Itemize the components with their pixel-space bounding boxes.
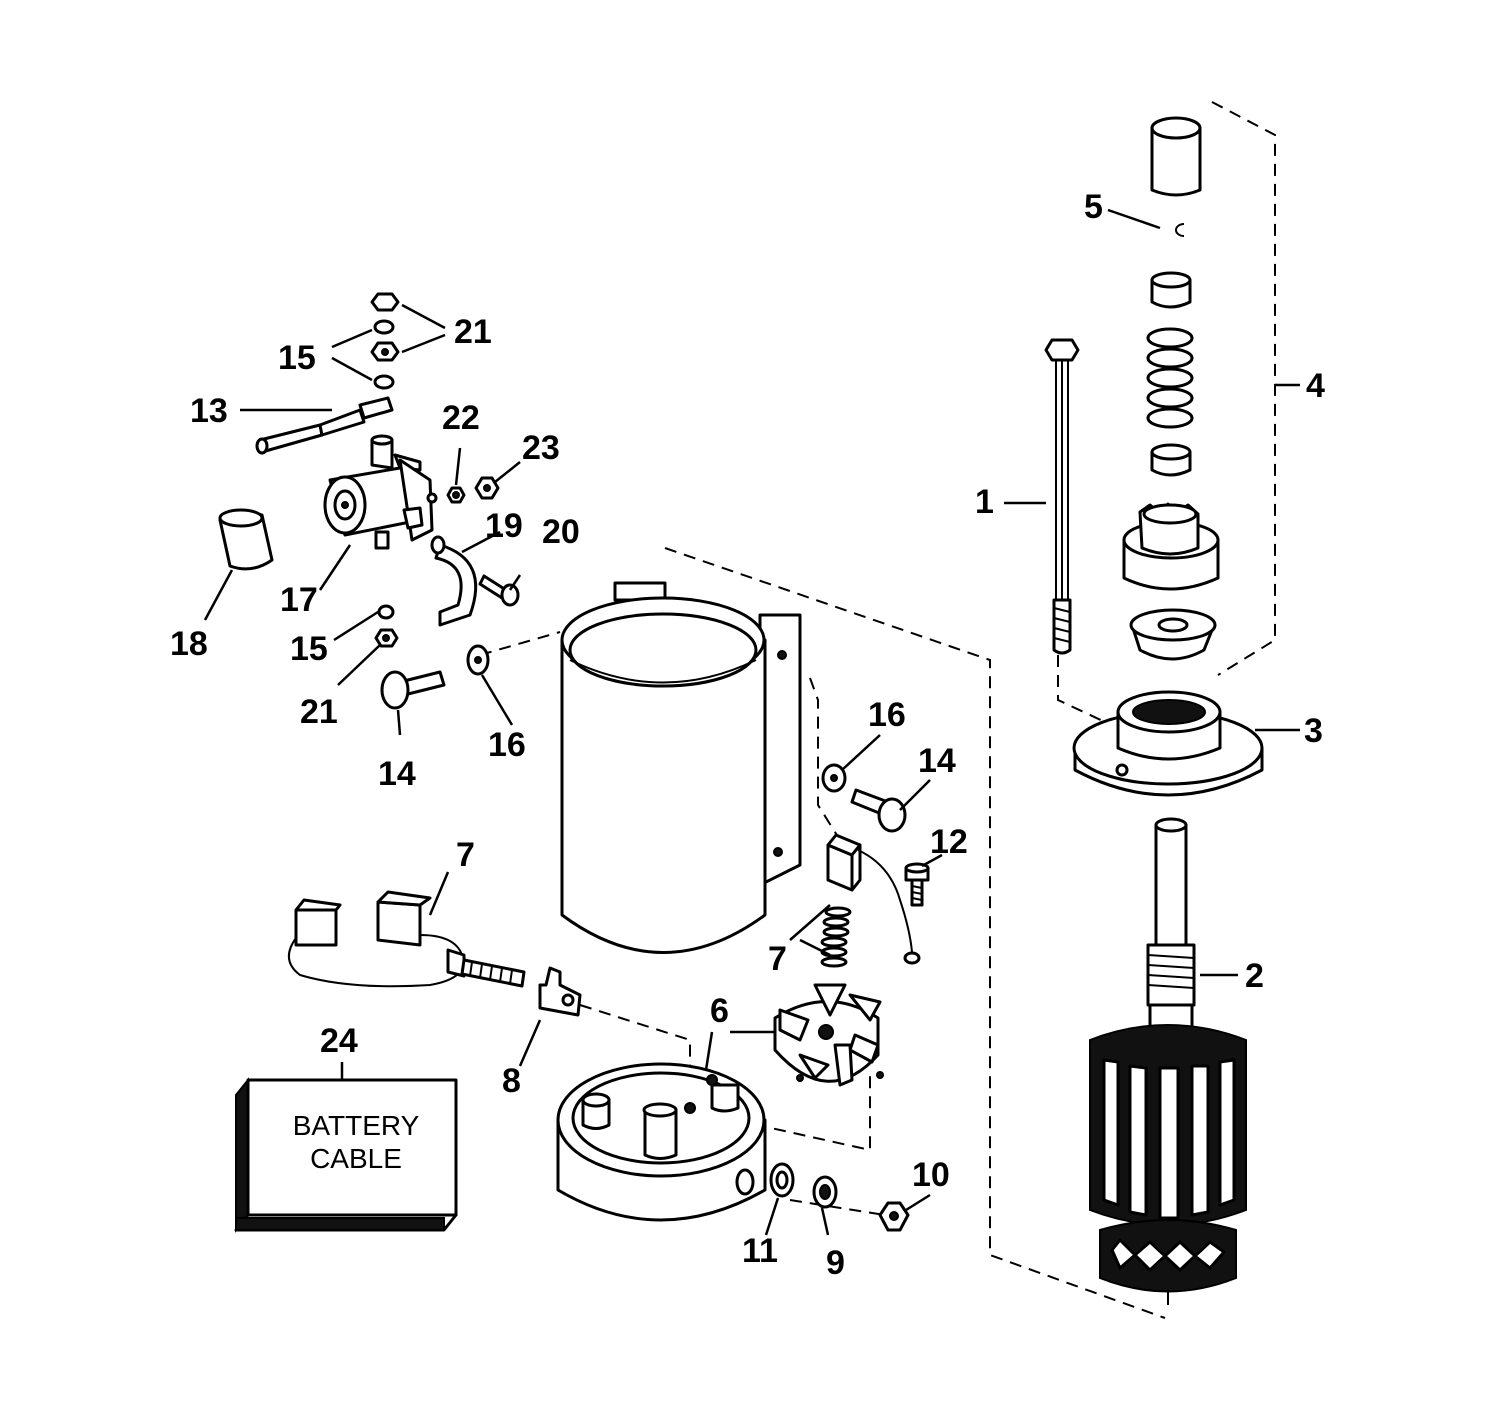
battery-cable-label: BATTERY CABLE <box>293 1110 420 1174</box>
leader-lines <box>203 208 1300 1236</box>
callout-21-bottom: 21 <box>300 693 338 731</box>
callout-24: 24 <box>320 1022 358 1060</box>
callout-8: 8 <box>502 1062 521 1100</box>
brush-holder <box>773 983 884 1087</box>
callout-4: 4 <box>1306 367 1325 405</box>
callout-16-left: 16 <box>488 726 526 764</box>
washers-and-nut <box>769 1162 910 1232</box>
commutator-end-cap <box>556 1062 767 1222</box>
callout-13: 13 <box>190 392 228 430</box>
battery-cable-box <box>234 1077 458 1233</box>
callout-16-right: 16 <box>868 696 906 734</box>
callout-7-left: 7 <box>456 836 475 874</box>
callout-20: 20 <box>542 513 580 551</box>
callout-7-right: 7 <box>768 940 787 978</box>
callout-18: 18 <box>170 625 208 663</box>
brush-with-spring-right <box>820 833 921 968</box>
battery-cable-line1: BATTERY <box>293 1110 420 1141</box>
callout-2: 2 <box>1245 957 1264 995</box>
clip-8 <box>538 966 582 1017</box>
callout-17: 17 <box>280 581 318 619</box>
callout-23: 23 <box>522 429 560 467</box>
callout-14-right: 14 <box>918 742 956 780</box>
brush-with-lead-left <box>288 890 526 988</box>
callout-19: 19 <box>485 507 523 545</box>
drive-end-cap <box>1072 690 1264 797</box>
through-bolt <box>1044 338 1080 655</box>
callout-1: 1 <box>975 483 994 521</box>
callout-15-bottom: 15 <box>290 630 328 668</box>
callout-9: 9 <box>826 1244 845 1282</box>
callout-3: 3 <box>1304 712 1323 750</box>
callout-6: 6 <box>710 992 729 1030</box>
battery-cable-line2: CABLE <box>310 1143 402 1174</box>
drive-assembly <box>1122 116 1220 661</box>
callout-22: 22 <box>442 399 480 437</box>
callout-11: 11 <box>742 1232 778 1270</box>
callout-15-top: 15 <box>278 339 316 377</box>
frame-housing <box>560 581 802 954</box>
callout-labels: 1 2 3 4 5 6 7 7 8 9 10 11 12 13 14 14 15… <box>170 188 1325 1282</box>
callout-10: 10 <box>912 1156 950 1194</box>
callout-12: 12 <box>930 823 968 861</box>
callout-21-top: 21 <box>454 313 492 351</box>
armature <box>1089 817 1247 1305</box>
callout-5: 5 <box>1084 188 1103 226</box>
callout-14-left: 14 <box>378 755 416 793</box>
screw-12 <box>904 862 930 907</box>
solenoid-group <box>218 292 907 833</box>
